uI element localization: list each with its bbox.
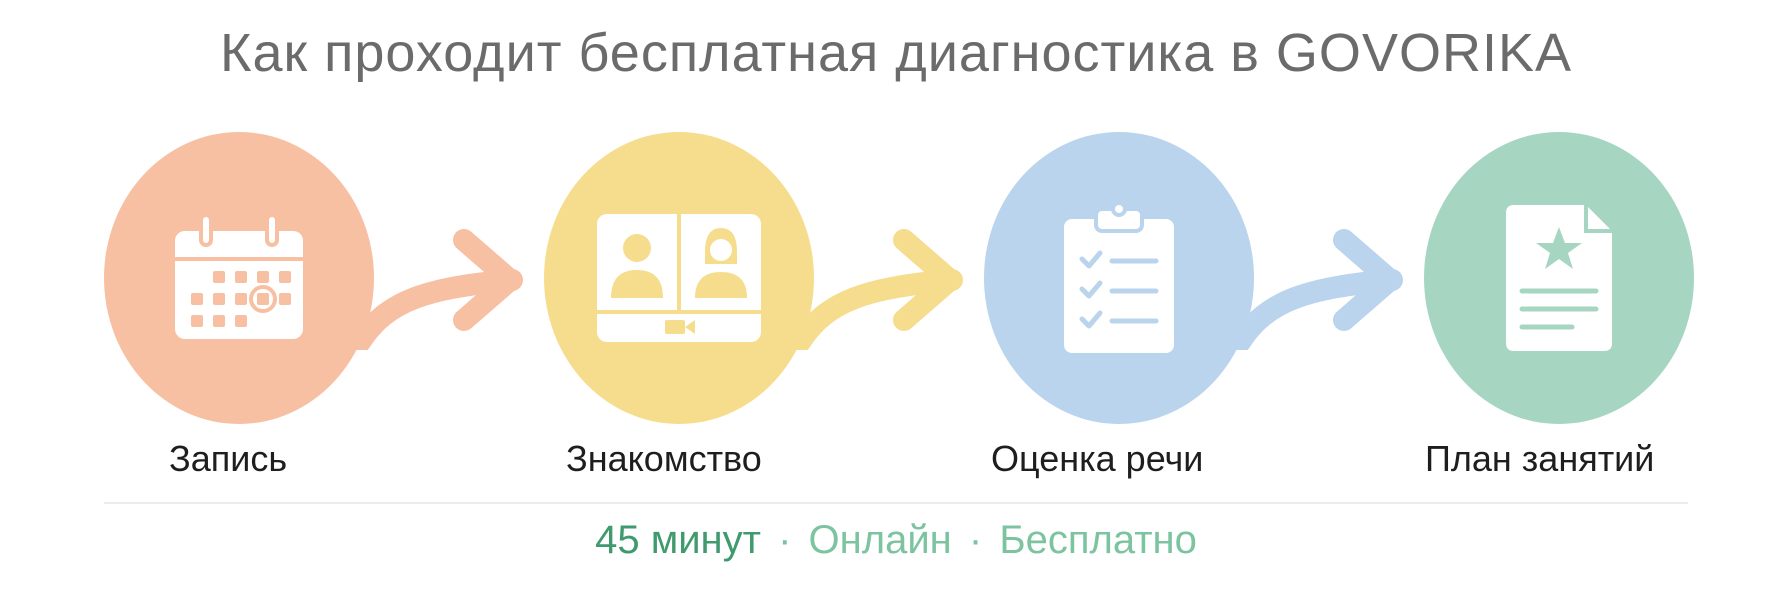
clipboard-checklist-icon	[1064, 203, 1174, 353]
calendar-icon	[171, 213, 307, 343]
step-circle-meeting	[544, 132, 814, 424]
step-circle-lesson-plan	[1424, 132, 1694, 424]
separator: ·	[778, 518, 792, 562]
arrow-right-icon	[792, 229, 963, 350]
format-text: Онлайн	[808, 518, 952, 562]
step-circle-speech-assessment	[984, 132, 1254, 424]
video-call-icon	[597, 214, 761, 342]
page-title: Как проходит бесплатная диагностика в GO…	[220, 23, 1572, 83]
step-label-signup: Запись	[169, 438, 288, 479]
arrow-right-icon	[352, 229, 523, 350]
price-text: Бесплатно	[999, 518, 1197, 562]
step-label-meeting: Знакомство	[566, 438, 762, 479]
step-label-lesson-plan: План занятий	[1425, 438, 1655, 479]
step-circle-signup	[104, 132, 374, 424]
arrow-right-icon	[1232, 229, 1403, 350]
footer-summary: 45 минут · Онлайн · Бесплатно	[0, 518, 1792, 563]
duration-text: 45 минут	[595, 518, 761, 562]
document-star-icon	[1506, 205, 1612, 351]
divider	[104, 502, 1688, 504]
separator: ·	[968, 518, 983, 562]
step-label-speech-assessment: Оценка речи	[991, 438, 1204, 479]
